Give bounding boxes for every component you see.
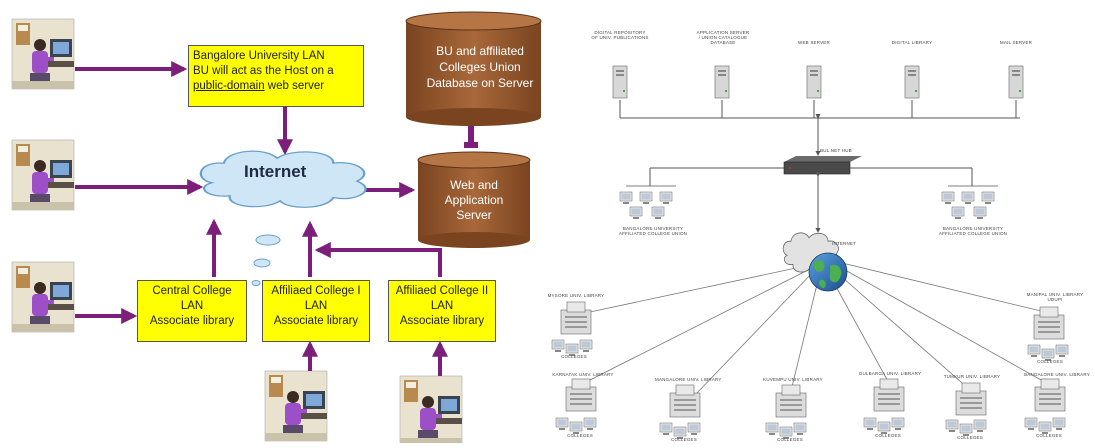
colleges-label: COLLEGES (1037, 359, 1063, 364)
server-tower-icon (806, 65, 822, 99)
library-label: KARNATAK UNIV. LIBRARY (552, 372, 614, 377)
library-server-icons (560, 301, 1066, 418)
college-workstation-icons (551, 339, 1069, 440)
library-label: TUMKUR UNIV. LIBRARY (943, 374, 1001, 379)
server-label: DIGITAL LIBRARY (891, 40, 933, 45)
college-union-label-left: BANGALORE UNIVERSITY AFFILIATED COLLEGE … (618, 226, 688, 236)
central-college-box: Central College LAN Associate library (137, 280, 247, 342)
db-webserver-link (468, 116, 474, 146)
user-workstation-photo (11, 18, 75, 90)
host-lan-subtitle: BU will act as the Host on a (193, 65, 334, 77)
hub-switch-icon (783, 156, 862, 175)
internet-label: Internet (244, 162, 307, 181)
library-label: MANGALORE UNIV. LIBRARY (655, 377, 722, 382)
library-label: BANGALORE UNIV. LIBRARY (1024, 372, 1090, 377)
college-union-workstations-right (941, 185, 998, 220)
left-diagram (11, 11, 542, 447)
colleges-label: COLLEGES (567, 433, 593, 438)
user-workstation-photo (11, 261, 75, 333)
user-workstation-photo (11, 139, 75, 211)
host-lan-tail: web server (264, 80, 325, 92)
public-domain-link: public-domain (193, 80, 265, 92)
library-label: GULBARGA UNIV. LIBRARY (858, 371, 922, 376)
union-database-cylinder (405, 11, 542, 126)
server-label: APPLICATION SERVER / UNION CATALOGUE DAT… (696, 30, 750, 45)
internet-library-links (579, 261, 1051, 396)
affiliated-college-2-box: Affiliaed College II LAN Associate libra… (388, 280, 496, 342)
colleges-label: COLLEGES (671, 437, 697, 442)
colleges-label: COLLEGES (875, 433, 901, 438)
arrow-affiliated2-to-internet (314, 242, 442, 277)
server-tower-icon (1008, 65, 1024, 99)
colleges-label: COLLEGES (561, 354, 587, 359)
host-lan-box: Bangalore University LAN BU will act as … (188, 45, 364, 107)
college-union-workstations-left (619, 185, 676, 220)
server-tower-icon (904, 65, 920, 99)
library-label: KUVEMPU UNIV. LIBRARY (763, 377, 823, 382)
server-tower-icon (612, 65, 628, 99)
colleges-label: COLLEGES (957, 435, 983, 440)
college-union-label-right: BANGALORE UNIVERSITY AFFILIATED COLLEGE … (938, 226, 1008, 236)
user-workstation-photo (264, 370, 328, 442)
affiliated-college-1-box: Affiliaed College I LAN Associate librar… (262, 280, 370, 342)
server-label: WEB SERVER (798, 40, 830, 45)
server-label: MAIL SERVER (999, 40, 1033, 45)
web-application-server-cylinder (417, 151, 531, 248)
server-tower-icon (714, 65, 730, 99)
hub-label: BUL.NET HUB (820, 148, 852, 153)
user-workstation-photo (399, 375, 463, 447)
cloud-bubble (251, 280, 261, 286)
server-label: DIGITAL REPOSITORY OF UNIV. PUBLICATIONS (591, 30, 649, 40)
web-server-label: Web and Application Server (444, 178, 504, 222)
colleges-label: COLLEGES (1036, 433, 1062, 438)
cloud-bubble (255, 234, 281, 246)
right-diagram (551, 65, 1069, 440)
globe-icon (808, 252, 848, 292)
cloud-bubble (253, 258, 271, 268)
host-lan-title: Bangalore University LAN (193, 50, 325, 62)
union-database-label: BU and affiliated Colleges Union Databas… (426, 44, 534, 90)
colleges-label: COLLEGES (777, 437, 803, 442)
library-label: MYSORE UNIV. LIBRARY (547, 293, 605, 298)
internet-cloud-label: INTERNET (832, 241, 857, 246)
library-label: MANIPAL UNIV. LIBRARY UDUPI (1026, 292, 1084, 302)
